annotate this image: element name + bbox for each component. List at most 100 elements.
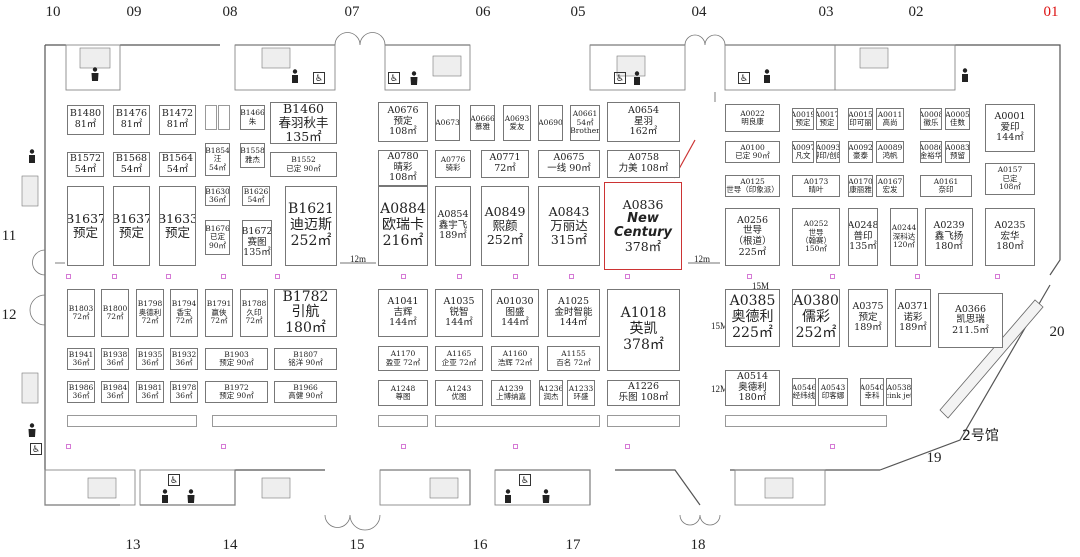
booth-A0008[interactable]: A0008徽乐 (920, 108, 942, 130)
booth-A0093[interactable]: A0093博印/创印 (816, 141, 840, 163)
booth-A0690[interactable]: A0690 (538, 105, 563, 141)
booth-unlabeled[interactable] (205, 105, 217, 130)
booth-A0017[interactable]: A0017预定 (816, 108, 838, 130)
booth-A0019[interactable]: A0019预定 (792, 108, 814, 130)
booth-A0097[interactable]: A0097凡文 (792, 141, 814, 163)
booth-A0086[interactable]: A0086金裕华 (920, 141, 942, 163)
booth-A0673[interactable]: A0673 (435, 105, 460, 141)
booth-unlabeled[interactable] (218, 105, 230, 130)
